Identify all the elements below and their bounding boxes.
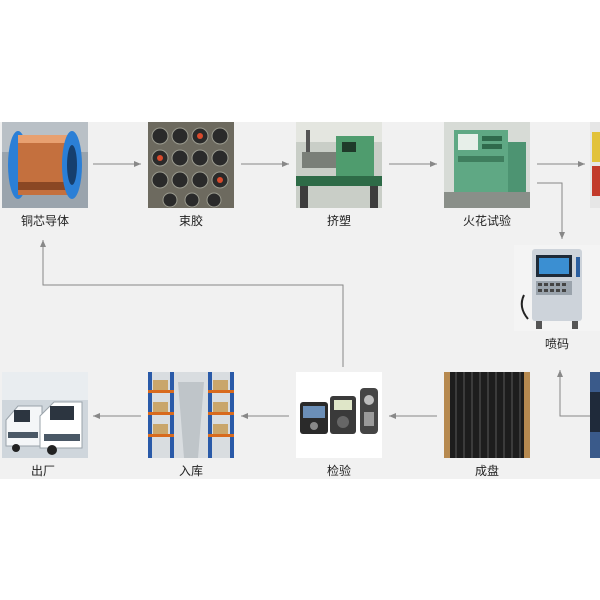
node-coil [444,372,530,458]
node-copper [2,122,88,208]
inkjet-printer-icon [514,245,600,331]
label-copper: 铜芯导体 [20,214,69,228]
node-bundle [148,122,234,208]
label-print: 喷码 [544,337,569,351]
spark-test-machine-icon [444,122,530,208]
test-instruments-icon [296,372,382,458]
extrusion-machine-icon [296,122,382,208]
arrow-spark-to-print [537,182,565,239]
delivery-vans-icon [2,372,88,458]
copper-wire-spool-icon [2,122,88,208]
label-coil: 成盘 [474,464,499,478]
bundling-reels-icon [148,122,234,208]
label-inspect: 检验 [326,464,351,478]
label-bundle: 束胶 [178,214,203,228]
label-ship: 出厂 [30,464,55,478]
node-spark [444,122,530,208]
node-right-partial [590,372,600,458]
machine-partial-icon [590,122,600,208]
cable-partial-icon [590,372,600,458]
node-inspect [296,372,382,458]
label-spark: 火花试验 [462,214,511,228]
label-extrude: 挤塑 [326,214,351,228]
node-ship [2,372,88,458]
label-warehouse: 入库 [178,464,203,478]
arrow-right-to-coil [557,370,600,417]
cable-coil-icon [444,372,530,458]
warehouse-racks-icon [148,372,234,458]
node-next-partial [590,122,600,208]
node-warehouse [148,372,234,458]
arrow-inspect-to-copper [40,240,344,367]
node-print [514,245,600,331]
node-extrude [296,122,382,208]
